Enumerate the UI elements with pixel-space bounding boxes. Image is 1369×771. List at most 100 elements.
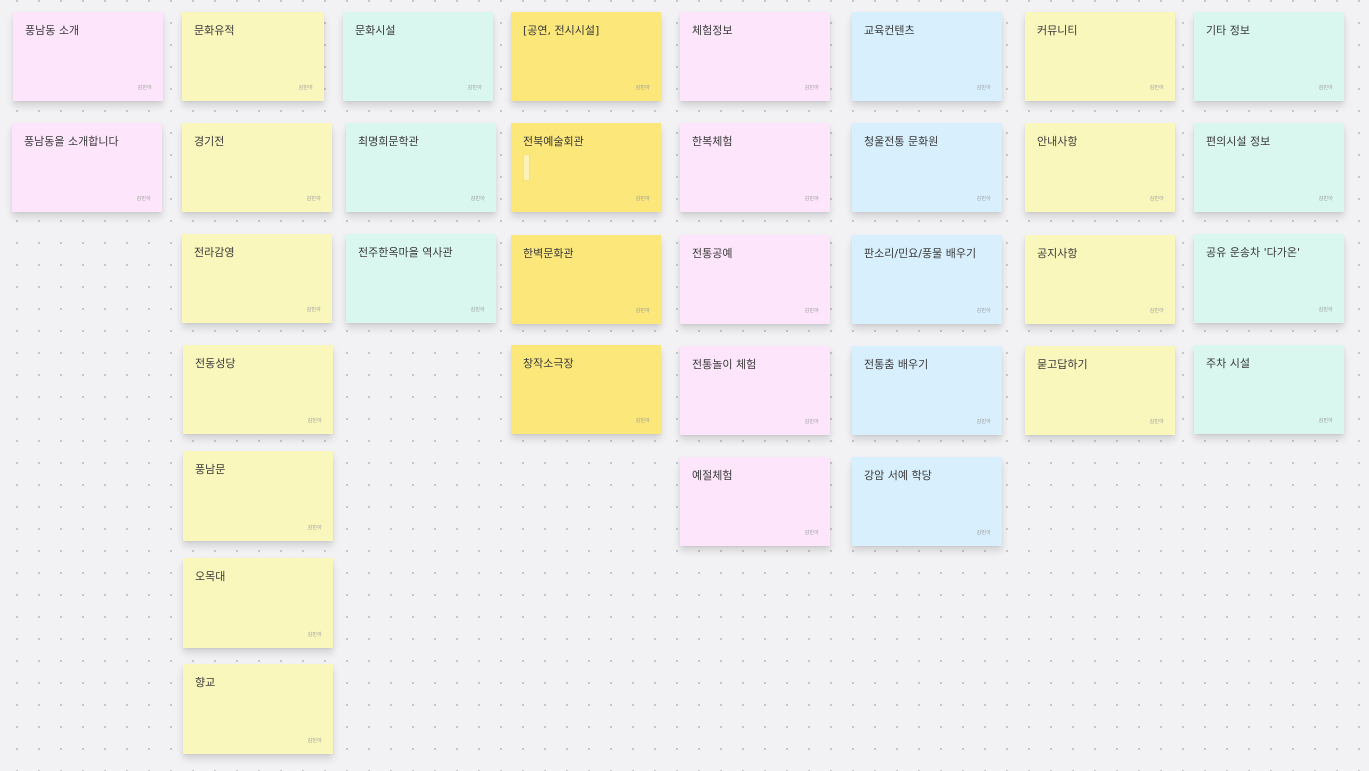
sticky-note-title[interactable]: 전통춤 배우기 <box>864 358 929 371</box>
sticky-note-title[interactable]: 한복체험 <box>692 135 733 148</box>
sticky-note-title[interactable]: 전통공예 <box>692 247 733 260</box>
sticky-note-title[interactable]: 묻고답하기 <box>1037 358 1088 371</box>
sticky-note-author: 김민아 <box>804 419 819 425</box>
sticky-note-title[interactable]: [공연, 전시시설] <box>523 24 600 37</box>
sticky-note-title[interactable]: 기타 정보 <box>1206 24 1250 37</box>
sticky-note-title[interactable]: 풍남동 소개 <box>25 24 80 37</box>
sticky-note[interactable]: 공유 운송차 '다가온'김민아 <box>1194 234 1344 323</box>
sticky-note-title[interactable]: 강암 서예 학당 <box>864 469 932 482</box>
sticky-note-author: 김민아 <box>137 85 152 91</box>
sticky-note-author: 김민아 <box>1149 419 1164 425</box>
sticky-note-author: 김민아 <box>976 85 991 91</box>
sticky-note-title[interactable]: 공지사항 <box>1037 247 1078 260</box>
sticky-note-title[interactable]: 향교 <box>195 676 216 689</box>
sticky-note-title[interactable]: 경기전 <box>194 135 225 148</box>
sticky-note-author: 김민아 <box>307 418 322 424</box>
sticky-note-author: 김민아 <box>635 196 650 202</box>
sticky-note-author: 김민아 <box>307 525 322 531</box>
sticky-note-title[interactable]: 전북예술회관 <box>523 135 584 148</box>
sticky-note-author: 김민아 <box>1149 85 1164 91</box>
sticky-note-author: 김민아 <box>470 196 485 202</box>
sticky-note-author: 김민아 <box>976 530 991 536</box>
sticky-note-title[interactable]: 한벽문화관 <box>523 247 574 260</box>
sticky-note-title[interactable]: 공유 운송차 '다가온' <box>1206 246 1301 259</box>
sticky-note-title[interactable]: 풍남동을 소개합니다 <box>24 135 119 148</box>
sticky-note-title[interactable]: 커뮤니티 <box>1037 24 1078 37</box>
sticky-note-author: 김민아 <box>1318 418 1333 424</box>
sticky-note-title[interactable]: 전라감영 <box>194 246 235 259</box>
sticky-note-author: 김민아 <box>136 196 151 202</box>
text-edit-caret <box>523 154 530 181</box>
sticky-note-author: 김민아 <box>635 85 650 91</box>
sticky-note-author: 김민아 <box>470 307 485 313</box>
sticky-note[interactable]: [공연, 전시시설] 김민아 <box>511 12 661 101</box>
sticky-note-title[interactable]: 교육컨텐츠 <box>864 24 915 37</box>
sticky-note-author: 김민아 <box>976 196 991 202</box>
sticky-note-title[interactable]: 전동성당 <box>195 357 236 370</box>
sticky-note-author: 김민아 <box>804 196 819 202</box>
sticky-note-title[interactable]: 문화유적 <box>194 24 235 37</box>
sticky-note-title[interactable]: 예절체험 <box>692 469 733 482</box>
sticky-note-title[interactable]: 문화시설 <box>355 24 396 37</box>
sticky-note-author: 김민아 <box>1149 196 1164 202</box>
sticky-note-title[interactable]: 전통놀이 체험 <box>692 358 757 371</box>
sticky-note-author: 김민아 <box>1318 196 1333 202</box>
sticky-note-author: 김민아 <box>635 418 650 424</box>
sticky-note-title[interactable]: 주차 시설 <box>1206 357 1250 370</box>
sticky-note-title[interactable]: 최명희문학관 <box>358 135 419 148</box>
sticky-note-author: 김민아 <box>804 308 819 314</box>
sticky-note-author: 김민아 <box>307 632 322 638</box>
sticky-note-title[interactable]: 판소리/민요/풍물 배우기 <box>864 247 977 260</box>
sticky-note-title[interactable]: 전주한옥마을 역사관 <box>358 246 453 259</box>
sticky-note-title[interactable]: 풍남문 <box>195 463 226 476</box>
sticky-note-author: 김민아 <box>306 196 321 202</box>
sticky-note-title[interactable]: 청울전통 문화원 <box>864 135 939 148</box>
sticky-note-author: 김민아 <box>298 85 313 91</box>
sticky-note-title[interactable]: 체험정보 <box>692 24 733 37</box>
sticky-note-title[interactable]: 오목대 <box>195 570 226 583</box>
sticky-note-author: 김민아 <box>804 85 819 91</box>
sticky-note-title[interactable]: 편의시설 정보 <box>1206 135 1271 148</box>
sticky-note-author: 김민아 <box>1318 85 1333 91</box>
sticky-note-author: 김민아 <box>1149 308 1164 314</box>
sticky-note-title[interactable]: 안내사항 <box>1037 135 1078 148</box>
sticky-note-author: 김민아 <box>307 738 322 744</box>
sticky-note-author: 김민아 <box>976 419 991 425</box>
sticky-note-author: 김민아 <box>635 308 650 314</box>
sticky-note-author: 김민아 <box>306 307 321 313</box>
sticky-note-title[interactable]: 창작소극장 <box>523 357 574 370</box>
